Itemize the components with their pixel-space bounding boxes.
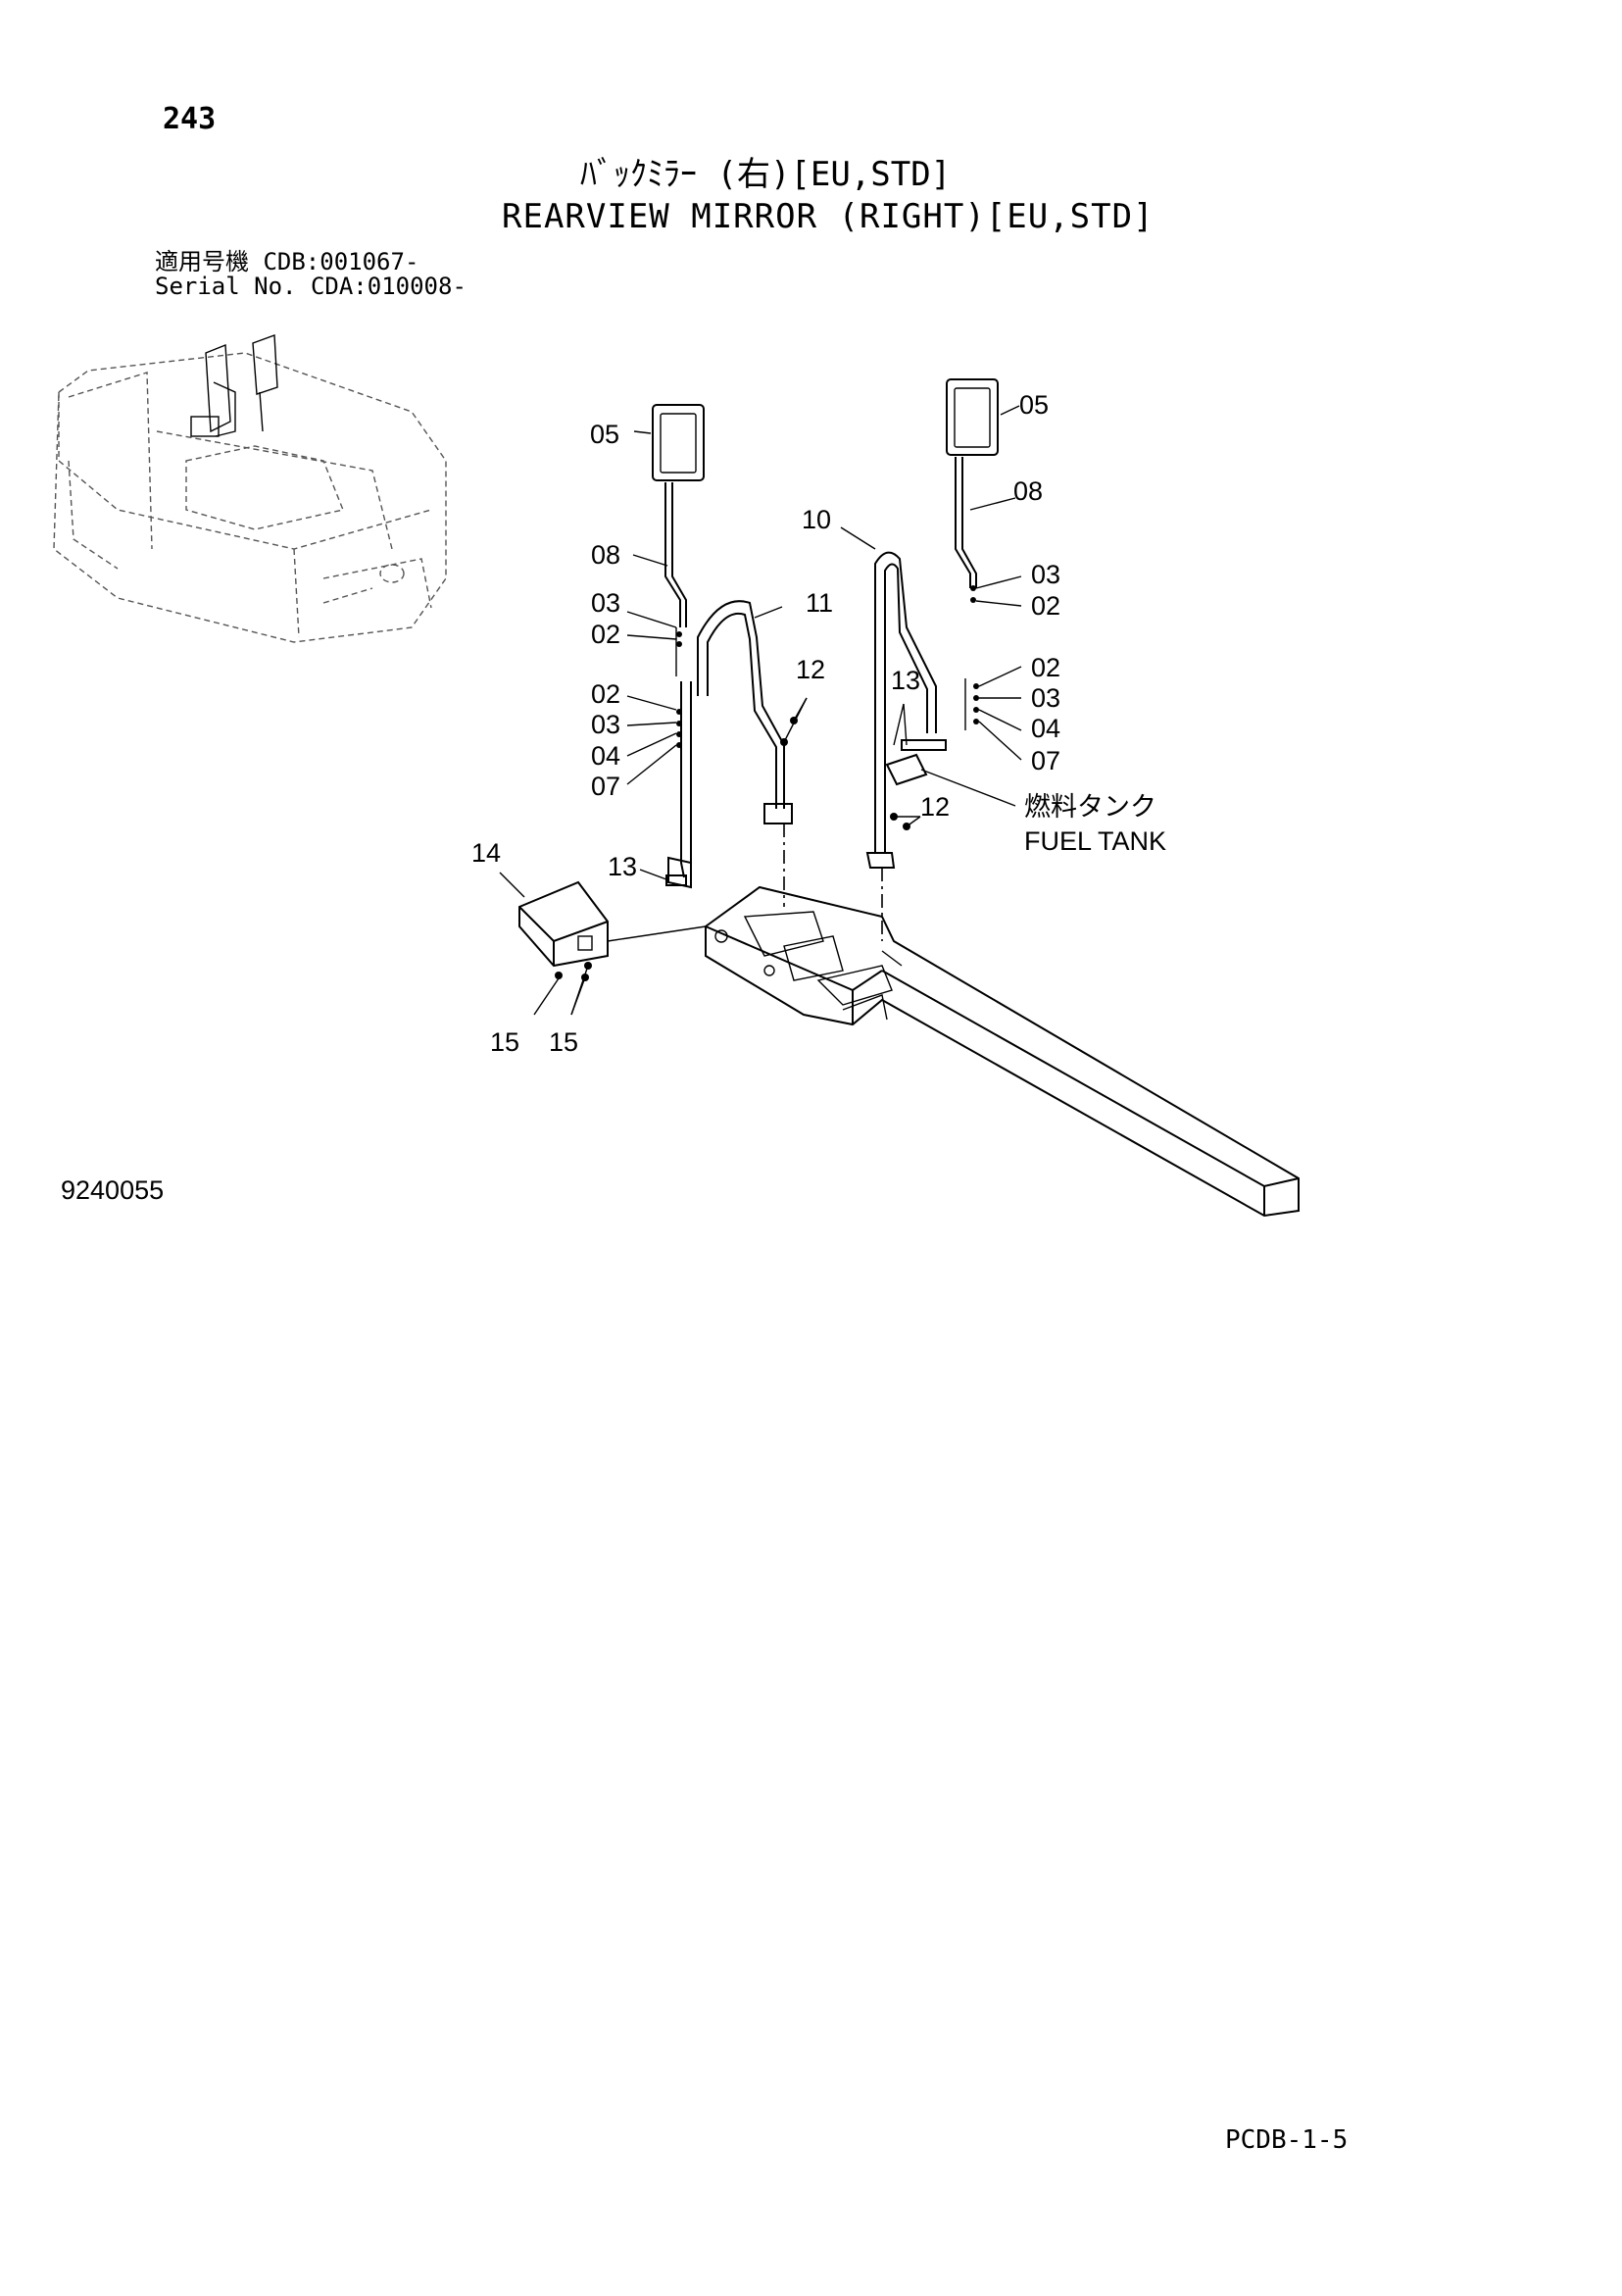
callout-13-upper: 13 bbox=[891, 666, 920, 695]
drawing-number: 9240055 bbox=[61, 1175, 165, 1205]
callout-03-right-lower: 03 bbox=[1031, 683, 1060, 713]
title-japanese: ﾊﾞｯｸﾐﾗｰ (右)[EU,STD] bbox=[580, 155, 952, 194]
callout-04-left: 04 bbox=[591, 741, 620, 771]
fuel-tank-frame bbox=[705, 885, 1300, 1218]
mirror-left bbox=[652, 404, 705, 481]
callout-12-lower: 12 bbox=[920, 792, 950, 822]
callout-02-right-lower: 02 bbox=[1031, 653, 1060, 682]
callout-03-right-upper: 03 bbox=[1031, 560, 1060, 589]
title-english: REARVIEW MIRROR (RIGHT)[EU,STD] bbox=[502, 197, 1155, 236]
callout-12-upper: 12 bbox=[796, 655, 825, 684]
serial-number-block: 適用号機 CDB:001067- Serial No. CDA:010008- bbox=[155, 250, 467, 299]
callout-11: 11 bbox=[806, 588, 833, 618]
callout-02-left-upper: 02 bbox=[591, 620, 620, 649]
serial-label-english: Serial No. bbox=[155, 273, 297, 300]
fuel-tank-label-english: FUEL TANK bbox=[1024, 826, 1166, 856]
serial-label-japanese: 適用号機 bbox=[155, 248, 249, 275]
callout-04-right: 04 bbox=[1031, 714, 1060, 743]
handrail-11 bbox=[697, 600, 793, 907]
callout-03-left-upper: 03 bbox=[591, 588, 620, 618]
callout-labels: 05 05 08 08 10 11 03 02 02 03 04 07 03 0… bbox=[471, 390, 1166, 1057]
fuel-tank-label-japanese: 燃料タンク bbox=[1024, 792, 1156, 822]
callout-02-right-upper: 02 bbox=[1031, 591, 1060, 621]
page-number: 243 bbox=[163, 102, 217, 136]
fuel-tank-bracket bbox=[885, 753, 928, 786]
machine-overview-thumbnail bbox=[53, 334, 447, 643]
callout-15-left: 15 bbox=[490, 1027, 519, 1057]
callout-13-lower: 13 bbox=[608, 852, 637, 881]
callout-14: 14 bbox=[471, 838, 501, 868]
callout-15-right: 15 bbox=[549, 1027, 578, 1057]
callout-03-left-lower: 03 bbox=[591, 710, 620, 739]
serial-row-1: 適用号機 CDB:001067- bbox=[155, 250, 467, 275]
mirror-right bbox=[946, 378, 999, 456]
callout-02-left-lower: 02 bbox=[591, 679, 620, 709]
leader-lines bbox=[499, 405, 1022, 1016]
serial-value-cdb: CDB:001067- bbox=[263, 248, 419, 275]
callout-07-left: 07 bbox=[591, 772, 620, 801]
callout-05-left: 05 bbox=[590, 420, 619, 449]
page-code: PCDB-1-5 bbox=[1225, 2125, 1349, 2155]
serial-row-2: Serial No. CDA:010008- bbox=[155, 275, 467, 299]
callout-07-right: 07 bbox=[1031, 746, 1060, 775]
callout-08-left: 08 bbox=[591, 540, 620, 570]
callout-08-right: 08 bbox=[1013, 476, 1043, 506]
left-mirror-assembly bbox=[652, 404, 705, 889]
callout-05-right: 05 bbox=[1019, 390, 1049, 420]
serial-value-cda: CDA:010008- bbox=[310, 273, 467, 300]
right-mirror-assembly bbox=[946, 378, 999, 730]
box-14 bbox=[518, 880, 707, 981]
callout-10: 10 bbox=[802, 505, 831, 534]
handrail-10 bbox=[865, 551, 947, 941]
